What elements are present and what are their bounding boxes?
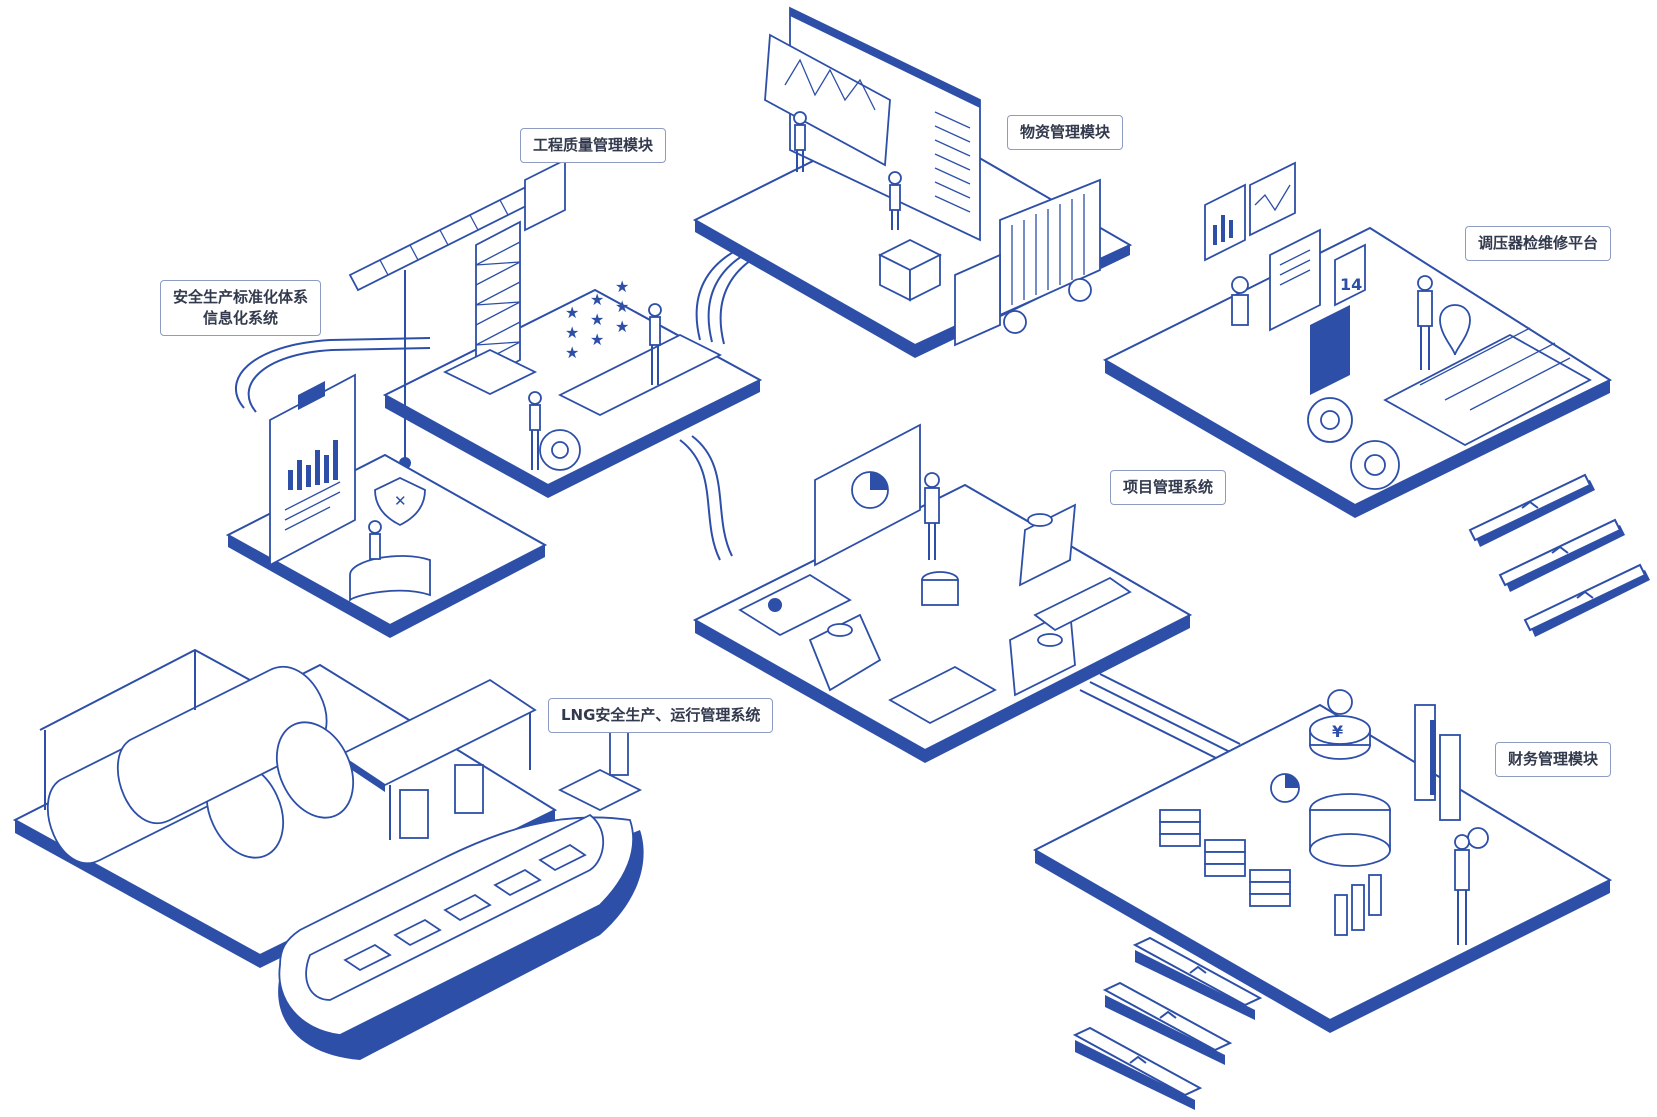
svg-text:★: ★ [565, 343, 579, 362]
svg-text:★: ★ [565, 323, 579, 342]
person-icon [368, 520, 382, 534]
monitor-icon [1269, 228, 1321, 332]
location-card-icon [1033, 576, 1132, 632]
label-line: 安全生产标准化体系 [173, 288, 309, 306]
person-icon [924, 472, 940, 488]
location-pin-icon [1439, 304, 1471, 356]
svg-text:★: ★ [590, 310, 604, 329]
rating-stars-icon: ★★ ★★ ★★ ★★ ★ [565, 277, 629, 362]
svg-text:★: ★ [590, 290, 604, 309]
lng-tank-icon [46, 666, 355, 864]
platform-materials [692, 6, 1133, 358]
label-engineering-quality: 工程质量管理模块 [520, 128, 667, 163]
person-icon [648, 303, 662, 317]
label-finance: 财务管理模块 [1495, 742, 1612, 777]
svg-text:✕: ✕ [394, 492, 407, 510]
shield-icon [374, 477, 426, 527]
server-stack-icon [1159, 809, 1291, 907]
person-icon [1231, 276, 1249, 294]
arrow-pills-right [1468, 473, 1650, 637]
arrow-pills-bottom [1072, 936, 1263, 1110]
calendar-icon: 14 [1334, 243, 1366, 307]
person-icon [1454, 834, 1470, 850]
platform-finance: ¥ [1032, 689, 1613, 1033]
label-materials: 物资管理模块 [1007, 115, 1124, 150]
reception-desk-icon [349, 555, 431, 603]
label-line: 信息化系统 [203, 309, 279, 327]
svg-text:★: ★ [615, 317, 629, 336]
platform-project-management [692, 423, 1193, 763]
pipes [234, 239, 1241, 761]
line-chart-icon [1249, 161, 1296, 237]
label-safety-standardization: 安全生产标准化体系 信息化系统 [160, 280, 322, 336]
svg-text:14: 14 [1340, 275, 1362, 294]
gear-icon [1327, 689, 1353, 715]
platform-regulator-maintenance: 14 [1102, 161, 1613, 518]
map-tablet-icon [1383, 333, 1592, 447]
tablet-icon [557, 333, 723, 417]
platform-safety-standardization: ✕ [225, 373, 548, 638]
crane-icon [348, 158, 566, 469]
platform-lng [12, 648, 558, 968]
svg-text:★: ★ [615, 277, 629, 296]
label-lng-safety-operations: LNG安全生产、运行管理系统 [548, 698, 774, 733]
platform-engineering-quality: ★★ ★★ ★★ ★★ ★ [348, 158, 763, 498]
svg-text:★: ★ [615, 297, 629, 316]
label-project-management: 项目管理系统 [1110, 470, 1227, 505]
svg-text:★: ★ [565, 303, 579, 322]
person-icon [793, 111, 902, 230]
truck-icon [954, 178, 1101, 347]
profile-card-icon [738, 573, 852, 637]
arrows-card-icon [888, 665, 997, 725]
fuel-dispenser-icon [399, 789, 429, 839]
clipboard-chart-icon [269, 373, 356, 567]
svg-text:★: ★ [590, 330, 604, 349]
label-regulator-maintenance: 调压器检维修平台 [1465, 226, 1612, 261]
svg-text:¥: ¥ [1332, 722, 1343, 741]
